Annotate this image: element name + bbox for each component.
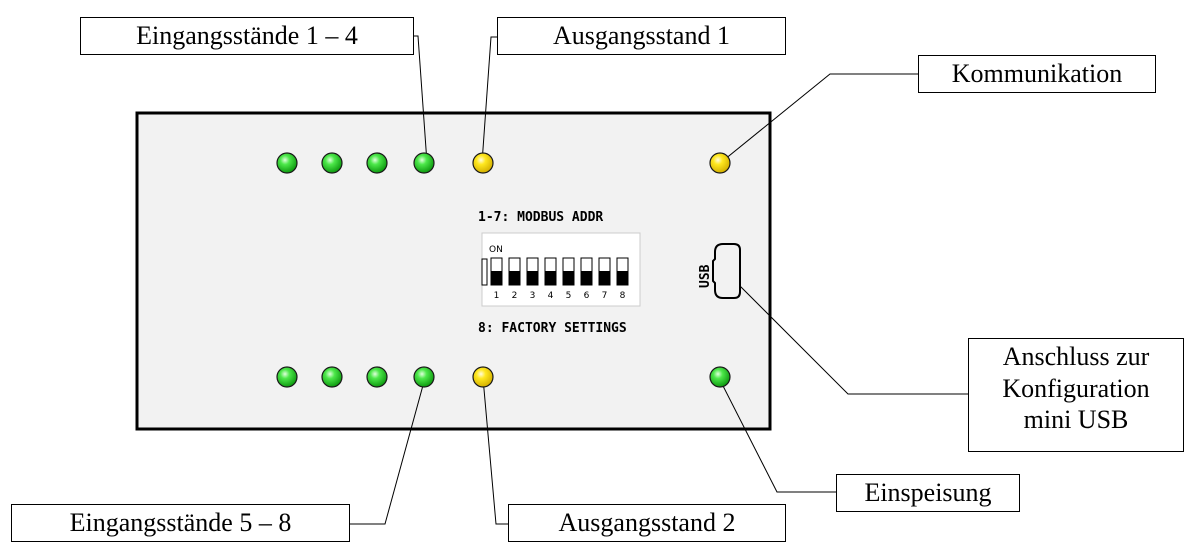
leader-line-communication [718, 73, 918, 165]
dip-switch-knob-2 [509, 271, 520, 285]
callout-usb-config-line-2: Konfiguration [1002, 373, 1150, 403]
callout-usb-config-line-1: Anschluss zur [1002, 342, 1150, 371]
led-input-8 [413, 366, 435, 388]
led-input-1 [276, 152, 298, 174]
dip-switch-block [481, 232, 641, 307]
led-input-4 [413, 152, 435, 174]
dip-switch-knob-7 [599, 271, 610, 285]
dip-switch-knob-6 [581, 271, 592, 285]
dip-number-3: 3 [530, 291, 536, 301]
callout-communication: Kommunikation [918, 55, 1156, 93]
callout-output-1: Ausgangsstand 1 [497, 17, 786, 55]
usb-connector [712, 243, 741, 299]
dip-on-label: ON [489, 245, 503, 255]
leader-line-inputs-5-8 [350, 377, 426, 525]
dip-number-8: 8 [620, 291, 626, 301]
usb-label: USB [698, 264, 713, 288]
led-power [709, 366, 731, 388]
led-input-3 [366, 152, 388, 174]
leader-line-power [718, 377, 836, 493]
dip-number-7: 7 [602, 291, 608, 301]
dip-switch-knob-3 [527, 271, 538, 285]
dip-label-top: 1-7: MODBUS ADDR [478, 210, 603, 225]
callout-usb-config-line-3: mini USB [1023, 405, 1129, 435]
led-input-5 [276, 366, 298, 388]
callout-output-2: Ausgangsstand 2 [508, 504, 786, 542]
callout-power: Einspeisung [836, 474, 1020, 512]
led-output-2 [472, 366, 494, 388]
callout-inputs-1-4: Eingangsstände 1 – 4 [80, 17, 414, 55]
dip-switch-knob-8 [617, 271, 628, 285]
leader-line-output-1 [481, 36, 497, 164]
dip-side-notch [481, 258, 488, 286]
dip-number-6: 6 [584, 291, 590, 301]
led-input-7 [366, 366, 388, 388]
callout-usb-config: Anschluss zur Konfiguration mini USB [968, 338, 1184, 452]
led-input-2 [321, 152, 343, 174]
dip-number-4: 4 [548, 291, 554, 301]
leader-line-usb [735, 281, 968, 395]
leader-line-inputs-1-4 [413, 35, 428, 164]
dip-switch-knob-4 [545, 271, 556, 285]
led-input-6 [321, 366, 343, 388]
device-board [135, 111, 772, 431]
dip-number-2: 2 [512, 291, 518, 301]
callout-inputs-5-8: Eingangsstände 5 – 8 [11, 504, 350, 542]
dip-switch-knob-1 [491, 271, 502, 285]
led-communication [709, 152, 731, 174]
leader-line-output-2 [482, 377, 508, 525]
dip-switch-knob-5 [563, 271, 574, 285]
led-output-1 [472, 152, 494, 174]
dip-number-5: 5 [566, 291, 572, 301]
dip-number-1: 1 [494, 291, 500, 301]
dip-label-bottom: 8: FACTORY SETTINGS [478, 321, 627, 336]
